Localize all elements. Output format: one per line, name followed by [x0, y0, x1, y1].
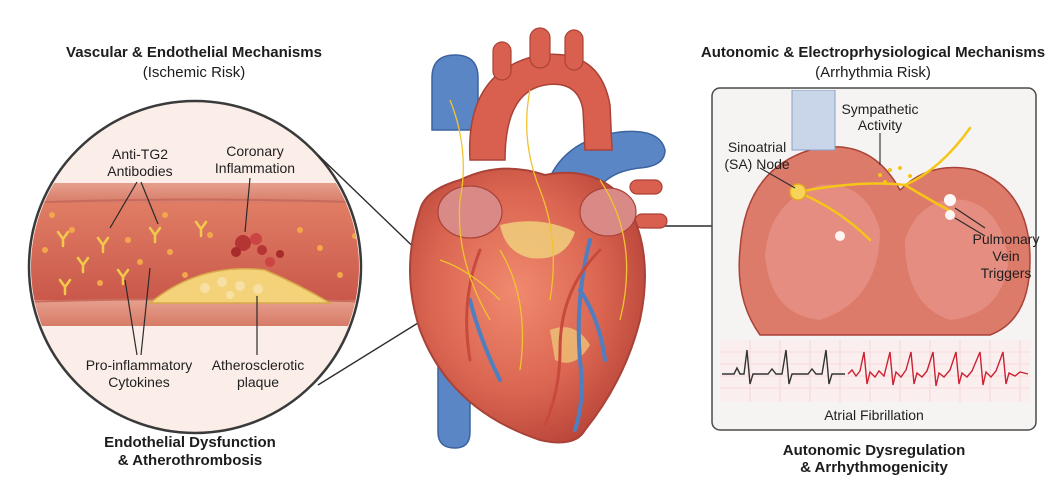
label-sa-node-line1: Sinoatrial: [712, 139, 802, 156]
left-panel-subtitle: (Ischemic Risk): [44, 64, 344, 82]
label-coronary-line1: Coronary: [200, 143, 310, 160]
label-cytokines-line1: Pro-inflammatory: [74, 357, 204, 374]
right-panel-subtitle: (Arrhythmia Risk): [700, 64, 1046, 82]
label-plaque-line2: plaque: [198, 374, 318, 391]
label-coronary-line2: Inflammation: [200, 160, 310, 177]
label-anti-tg2-line1: Anti-TG2: [90, 146, 190, 163]
left-panel-title: Vascular & Endothelial Mechanisms: [44, 44, 344, 62]
left-footer-line1: Endothelial Dysfunction: [40, 434, 340, 452]
label-cytokines-line2: Cytokines: [74, 374, 204, 391]
right-footer-line2: & Arrhythmogenicity: [712, 459, 1036, 477]
right-panel-title: Autonomic & Electroprhysiological Mechan…: [700, 44, 1046, 62]
heart-illustration: [410, 28, 667, 448]
label-anti-tg2-line2: Antibodies: [90, 163, 190, 180]
left-footer-line2: & Atherothrombosis: [40, 452, 340, 470]
label-plaque-line1: Atherosclerotic: [198, 357, 318, 374]
label-pulmonary-vein-line3: Triggers: [968, 265, 1044, 282]
right-footer-line1: Autonomic Dysregulation: [712, 442, 1036, 460]
label-pulmonary-vein-line2: Vein: [968, 248, 1044, 265]
label-sympathetic-line2: Activity: [830, 117, 930, 134]
label-atrial-fibrillation: Atrial Fibrillation: [712, 407, 1036, 424]
label-pulmonary-vein-line1: Pulmonary: [968, 231, 1044, 248]
label-sympathetic-line1: Sympathetic: [830, 101, 930, 118]
label-sa-node-line2: (SA) Node: [712, 156, 802, 173]
